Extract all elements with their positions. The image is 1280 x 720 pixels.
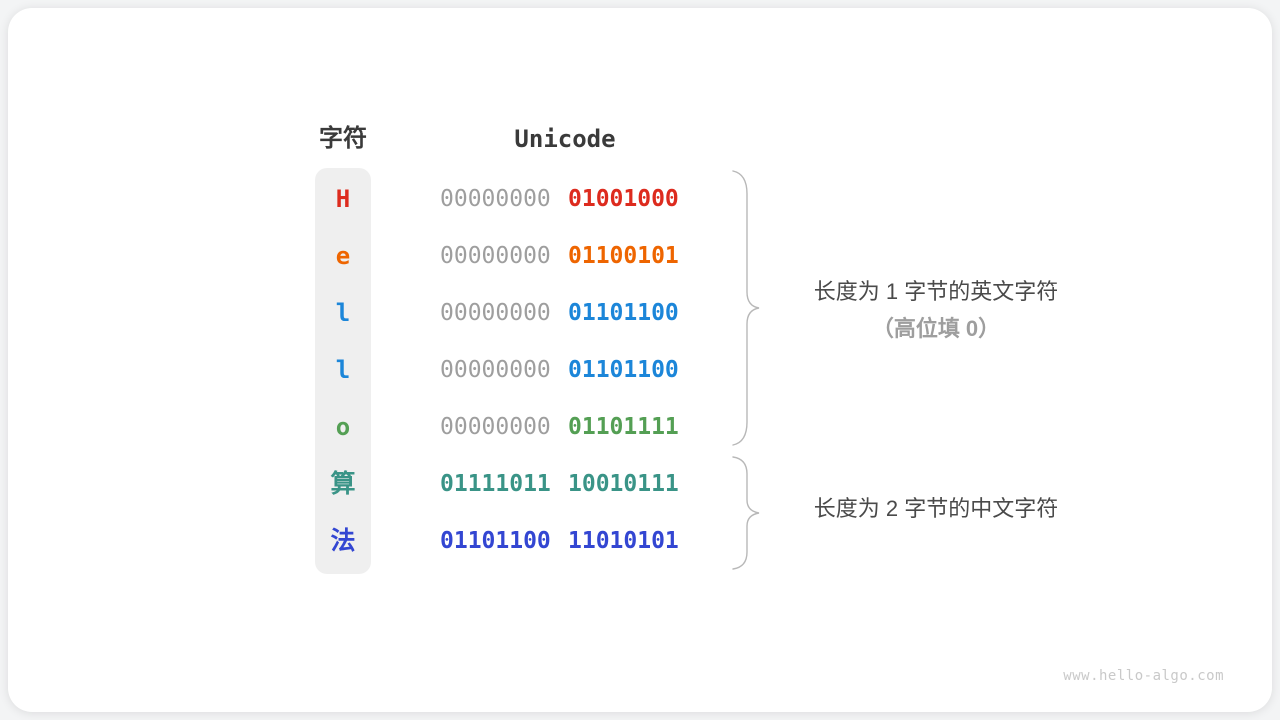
table-row: l 00000000 01101100 [8,285,1280,342]
character-cell: H [335,184,351,213]
unicode-high-byte: 01101100 [440,527,551,554]
character-cell: l [335,298,351,327]
unicode-low-byte: 10010111 [568,470,679,497]
character-cell: 算 [330,469,356,498]
character-column-background [315,168,371,574]
table-row: H 00000000 01001000 [8,171,1280,228]
table-row: e 00000000 01100101 [8,228,1280,285]
unicode-low-byte: 01101100 [568,299,679,326]
table-row: o 00000000 01101111 [8,399,1280,456]
table-row: 算 01111011 10010111 [8,456,1280,513]
column-header-character: 字符 [319,125,367,152]
unicode-low-byte: 01101111 [568,413,679,440]
unicode-high-byte: 00000000 [440,299,551,326]
unicode-high-byte: 00000000 [440,413,551,440]
annotation-chinese-group: 长度为 2 字节的中文字符 [813,496,1059,521]
unicode-high-byte: 00000000 [440,185,551,212]
unicode-high-byte: 00000000 [440,356,551,383]
annotation-english-line1: 长度为 1 字节的英文字符 [813,279,1059,304]
figure-card: 字符 Unicode H 00000000 01001000 e 0000000… [8,8,1272,712]
character-cell: o [335,412,351,441]
unicode-high-byte: 00000000 [440,242,551,269]
table-row: l 00000000 01101100 [8,342,1280,399]
character-cell: 法 [330,526,356,555]
unicode-low-byte: 11010101 [568,527,679,554]
character-cell: e [335,241,351,270]
character-cell: l [335,355,351,384]
watermark-url: www.hello-algo.com [1063,668,1224,684]
annotation-english-line2: （高位填 0） [871,316,1001,341]
unicode-low-byte: 01100101 [568,242,679,269]
brace-english-group [732,170,760,446]
annotation-english-group: 长度为 1 字节的英文字符 （高位填 0） [768,273,1104,347]
unicode-low-byte: 01101100 [568,356,679,383]
brace-chinese-group [732,456,760,570]
table-row: 法 01101100 11010101 [8,513,1280,570]
unicode-low-byte: 01001000 [568,185,679,212]
column-header-unicode: Unicode [514,125,616,153]
unicode-high-byte: 01111011 [440,470,551,497]
